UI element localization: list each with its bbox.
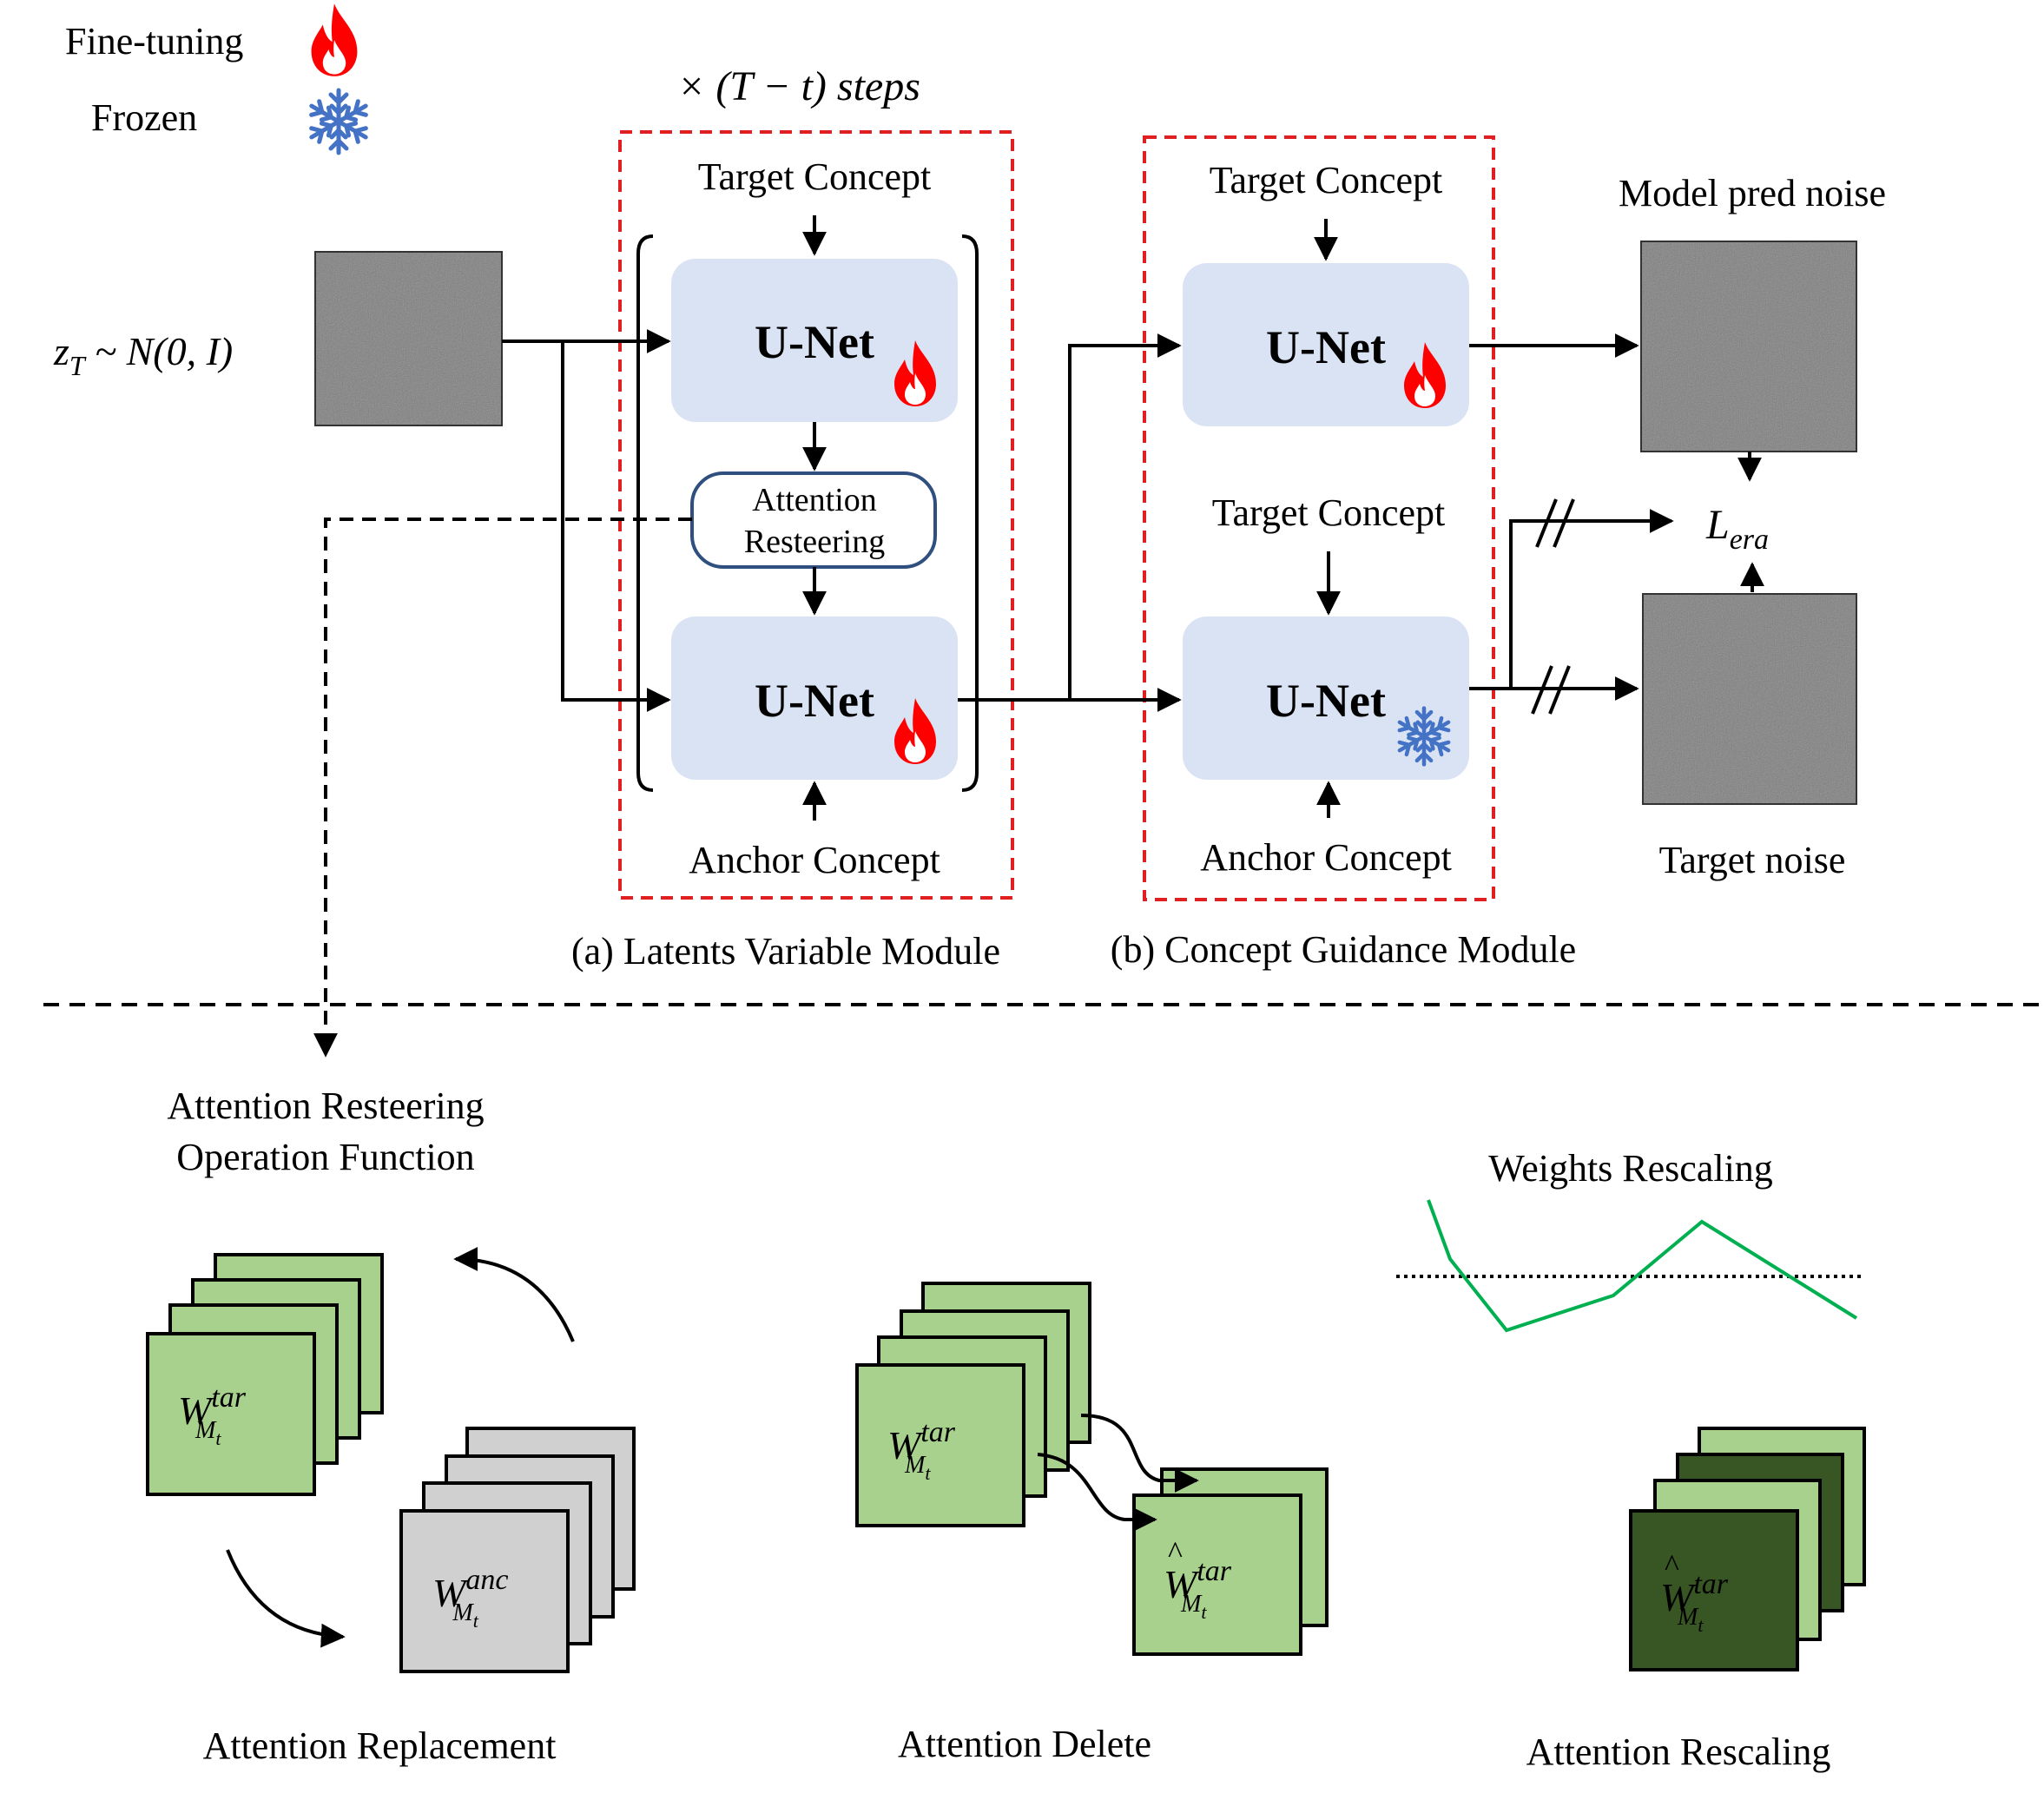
- module-a-anchor-concept: Anchor Concept: [689, 839, 940, 881]
- target-noise-label: Target noise: [1659, 839, 1846, 881]
- module-a: × (T − t) steps Target Concept U-Net Att…: [571, 63, 1014, 973]
- fire-icon: [311, 3, 358, 76]
- snowflake-icon: [307, 90, 369, 153]
- outputs: Model pred noise Lera Target noise: [1619, 172, 1886, 881]
- delete-arrow-1: [1080, 1414, 1199, 1493]
- input-latent: zT ~ N(0, I): [53, 251, 503, 426]
- unet-b-bottom-label: U-Net: [1266, 675, 1386, 727]
- legend-frozen-label: Frozen: [91, 96, 197, 139]
- unet-b-top: [1183, 263, 1469, 426]
- bracket-right: [961, 234, 979, 792]
- replacement-caption: Attention Replacement: [203, 1724, 557, 1767]
- replacement-arrow-up: [453, 1247, 575, 1342]
- legend-finetune-label: Fine-tuning: [65, 20, 243, 63]
- attention-line2: Resteering: [744, 524, 886, 560]
- operations-title-line1: Attention Resteering: [167, 1085, 484, 1127]
- dashed-link-to-operations: [313, 518, 692, 1058]
- unet-a-bottom: [671, 616, 958, 780]
- latent-formula: zT ~ N(0, I): [53, 329, 233, 381]
- module-a-caption: (a) Latents Variable Module: [571, 930, 1000, 973]
- module-b: Target Concept U-Net Target Concept U-Ne…: [1111, 135, 1576, 971]
- loss-label: Lera: [1705, 502, 1769, 556]
- module-connections: [958, 333, 1674, 715]
- unet-b-bottom: [1183, 616, 1469, 780]
- input-arrows: [502, 329, 671, 712]
- unet-a-top: [671, 259, 958, 422]
- weights-rescaling-label: Weights Rescaling: [1488, 1147, 1773, 1190]
- legend: Fine-tuning Frozen: [65, 3, 370, 153]
- noise-texture: [316, 253, 501, 425]
- module-b-dashed-box: [1143, 135, 1495, 901]
- module-b-caption: (b) Concept Guidance Module: [1111, 928, 1576, 971]
- delete-arrow-2: [1037, 1453, 1157, 1532]
- attention-line1: Attention: [752, 482, 877, 518]
- module-b-anchor-concept: Anchor Concept: [1200, 836, 1452, 879]
- model-pred-noise-label: Model pred noise: [1619, 172, 1886, 214]
- rescaling-caption: Attention Rescaling: [1526, 1731, 1831, 1773]
- module-a-target-concept: Target Concept: [698, 155, 932, 198]
- w-hat-caret: ^: [1168, 1535, 1183, 1570]
- module-b-target-concept-top: Target Concept: [1210, 159, 1443, 201]
- rescaling-curve: [1427, 1199, 1858, 1333]
- delete-caption: Attention Delete: [898, 1723, 1151, 1765]
- bracket-left: [636, 234, 654, 792]
- operations-section: Attention Resteering Operation Function …: [146, 1085, 1866, 1773]
- operations-title-line2: Operation Function: [176, 1136, 474, 1178]
- unet-b-top-label: U-Net: [1266, 321, 1386, 373]
- unet-a-bottom-label: U-Net: [755, 675, 874, 727]
- module-b-target-concept-mid: Target Concept: [1212, 491, 1446, 534]
- steps-label: × (T − t) steps: [677, 63, 920, 109]
- replacement-arrow-down: [226, 1549, 346, 1648]
- unet-a-top-label: U-Net: [755, 316, 874, 368]
- w-hat-caret-rescale: ^: [1665, 1548, 1679, 1583]
